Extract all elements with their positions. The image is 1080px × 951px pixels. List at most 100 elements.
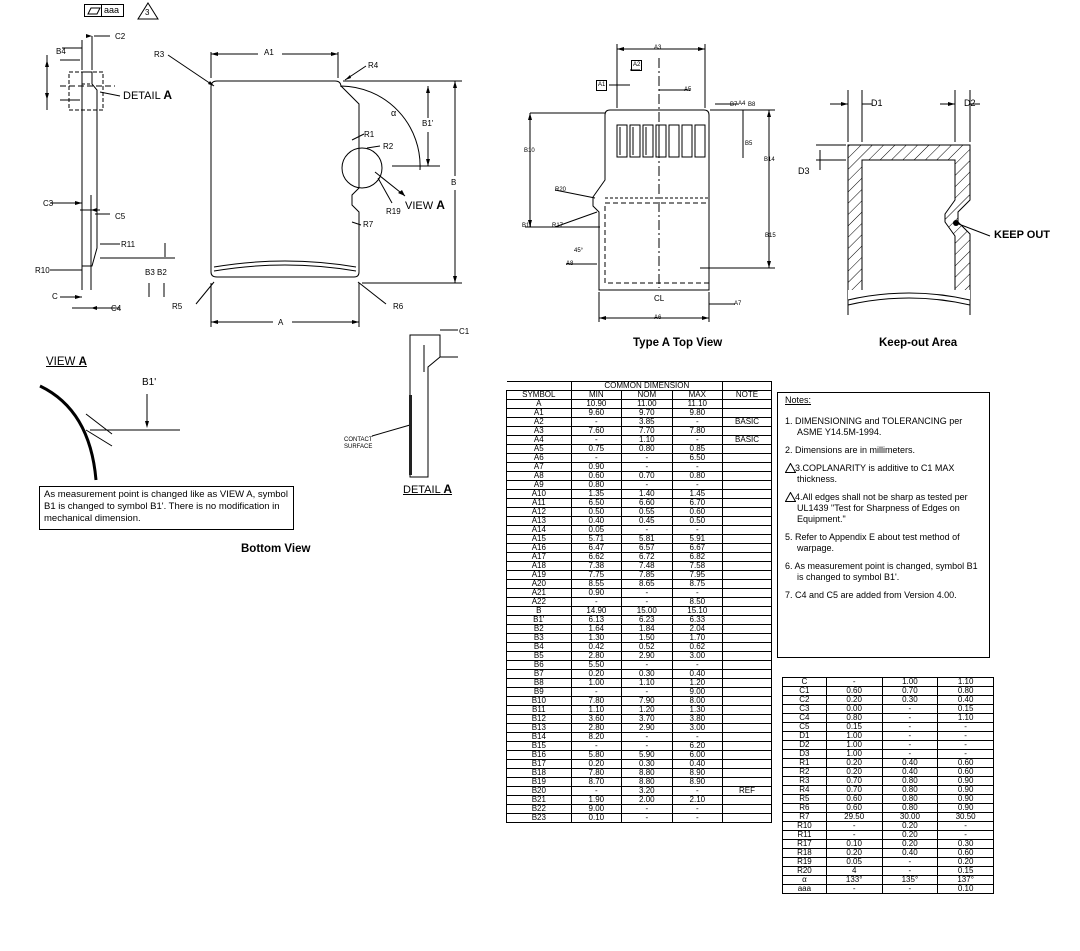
keep-out-label: KEEP OUT [994,229,1051,241]
label-a: A [278,318,284,327]
table-cell [722,624,772,634]
view-a-callout: VIEW A [405,198,445,212]
label-r3: R3 [154,50,165,59]
table-cell [722,507,772,517]
table-cell: 0.10 [937,884,994,894]
table-cell [722,768,772,778]
table-cell [722,633,772,643]
table-cell [722,480,772,490]
table-cell [722,399,772,409]
bottom-view-drawing [45,34,462,327]
tv-a2: A2 [631,60,643,71]
table-cell [722,714,772,724]
table-cell [722,696,772,706]
label-b1-prime: B1' [422,119,434,128]
table-cell: - [621,813,673,823]
table-cell [722,642,772,652]
label-r6: R6 [393,302,404,311]
note-3: 3.COPLANARITY is additive to C1 MAX thic… [785,463,982,485]
table-cell: BASIC [722,435,772,445]
table-cell [722,471,772,481]
label-c: C [52,292,58,301]
table-cell [722,687,772,697]
table-row: R11-0.20- [782,830,994,840]
table-cell [722,498,772,508]
triangle-icon [785,492,796,502]
top-view-drawing [525,44,775,322]
view-a-b1-prime: B1' [142,377,157,388]
tv-b11: B11 [522,223,533,229]
label-b: B [451,178,457,187]
tv-b10: B10 [524,148,535,154]
label-r11: R11 [121,240,136,249]
detail-a-surface: SURFACE [344,444,373,450]
table-cell: REF [722,786,772,796]
label-r1: R1 [364,130,375,139]
table-cell [722,543,772,553]
label-c4: C4 [111,304,122,313]
note-7: 7. C4 and C5 are added from Version 4.00… [785,590,957,600]
label-c2: C2 [115,32,126,41]
tv-cl: CL [654,294,665,303]
table-cell [722,597,772,607]
table-header-cell: NOTE [722,390,772,400]
tv-b14: B14 [764,157,775,163]
label-r10: R10 [35,266,50,275]
bottom-view-title: Bottom View [241,543,311,555]
tv-b15: B15 [765,233,776,239]
table-row: A6--6.50 [506,453,772,463]
table-cell [722,444,772,454]
detail-a-contact: CONTACT [344,437,373,443]
table-cell: aaa [782,884,827,894]
table-cell [722,462,772,472]
label-r7: R7 [363,220,374,229]
fcf-value: aaa [104,5,120,15]
label-alpha: α [391,108,397,118]
tv-a8: A8 [566,261,574,267]
label-r19: R19 [386,207,401,216]
tv-a5: A5 [684,87,692,93]
table-cell [722,516,772,526]
table-cell [722,795,772,805]
notes-heading: Notes: [785,395,812,405]
table-cell [722,660,772,670]
table-cell [722,570,772,580]
label-r4: R4 [368,61,379,70]
table-cell [722,552,772,562]
table-cell [722,525,772,535]
table-cell [722,534,772,544]
table-cell [722,615,772,625]
detail-a-callout: DETAIL A [123,88,173,102]
keepout-title: Keep-out Area [879,337,958,349]
flatness-icon [87,7,101,15]
table-cell [722,732,772,742]
table-cell: 0.10 [570,813,623,823]
tv-a1: A1 [596,80,608,91]
top-view-title: Type A Top View [633,337,723,349]
tv-a7: A7 [734,301,742,307]
tv-b8: B8 [748,102,756,108]
table-cell [722,453,772,463]
note-1: 1. DIMENSIONING and TOLERANCING per ASME… [785,416,963,437]
view-a-title: VIEW A [46,356,87,368]
label-c3: C3 [43,199,54,208]
table-cell [722,606,772,616]
